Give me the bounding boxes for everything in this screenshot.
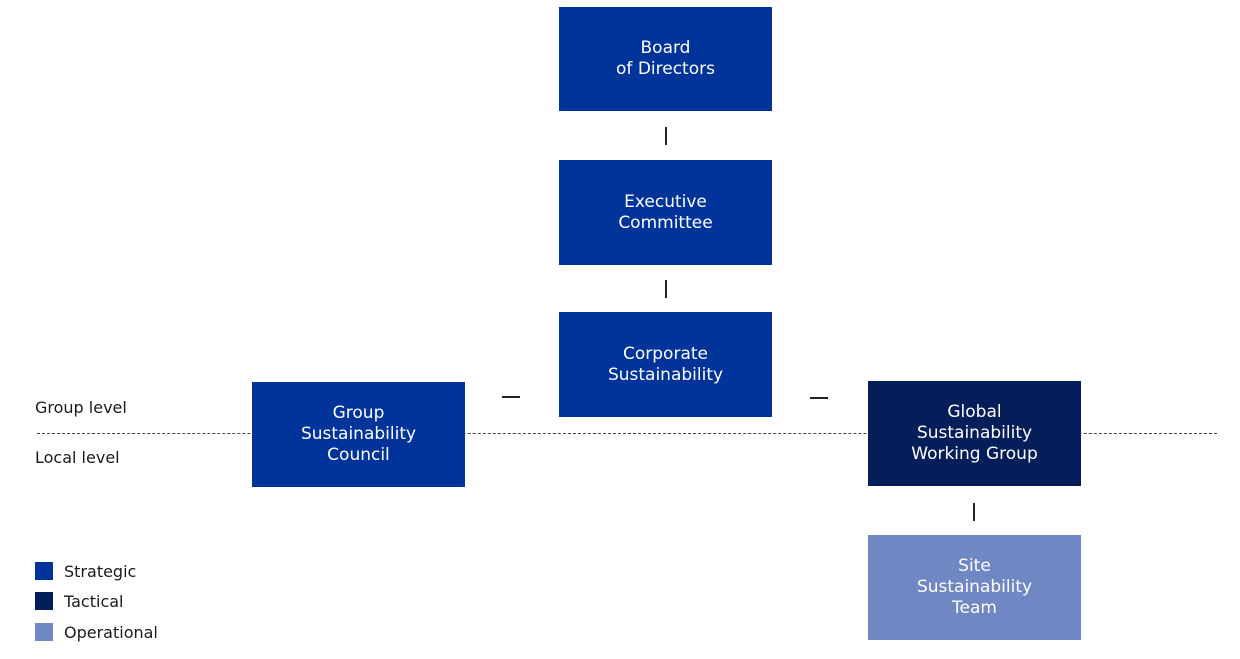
connector-working-group-site-team bbox=[973, 503, 975, 521]
connector-board-executive bbox=[665, 127, 667, 145]
level-separator-line bbox=[37, 433, 1217, 434]
legend-label-strategic: Strategic bbox=[64, 561, 137, 581]
connector-executive-corporate bbox=[665, 280, 667, 298]
executive-committee-node: Executive Committee bbox=[559, 160, 772, 265]
legend-label-tactical: Tactical bbox=[64, 591, 124, 611]
legend-item-tactical: Tactical bbox=[35, 591, 124, 611]
corporate-sustainability-node: Corporate Sustainability bbox=[559, 312, 772, 417]
group-level-label: Group level bbox=[35, 398, 127, 417]
board-of-directors-node: Board of Directors bbox=[559, 7, 772, 111]
legend-swatch-operational bbox=[35, 623, 53, 641]
local-level-label: Local level bbox=[35, 448, 120, 467]
legend-item-operational: Operational bbox=[35, 622, 158, 642]
connector-corporate-working-group bbox=[810, 397, 828, 399]
legend-item-strategic: Strategic bbox=[35, 561, 136, 581]
legend-label-operational: Operational bbox=[64, 622, 158, 642]
legend-swatch-strategic bbox=[35, 562, 53, 580]
site-sustainability-team-node: Site Sustainability Team bbox=[868, 535, 1081, 640]
group-sustainability-council-node: Group Sustainability Council bbox=[252, 382, 465, 487]
global-sustainability-working-group-node: Global Sustainability Working Group bbox=[868, 381, 1081, 486]
connector-council-corporate bbox=[502, 396, 520, 398]
legend-swatch-tactical bbox=[35, 592, 53, 610]
